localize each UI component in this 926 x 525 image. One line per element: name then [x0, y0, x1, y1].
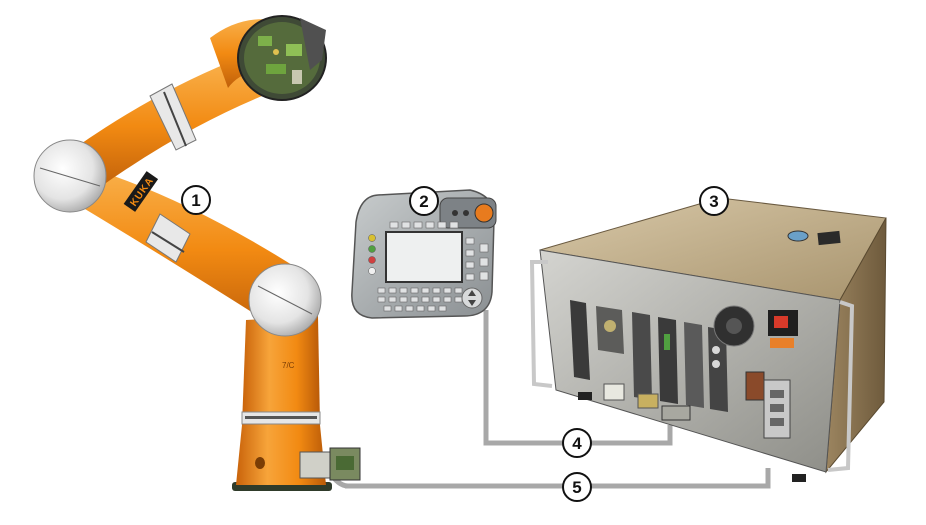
base-connector [299, 451, 333, 479]
callout-1: 1 [181, 185, 211, 215]
robot-arm: 7/C KUKA [33, 15, 361, 491]
callout-1-label: 1 [191, 191, 200, 210]
controller-cabinet [529, 197, 887, 482]
robot-joint-shoulder [33, 139, 107, 213]
motor-data-cable [325, 468, 771, 489]
callout-2: 2 [409, 186, 439, 216]
pendant-keys [377, 221, 475, 312]
robot-lower-link [242, 316, 320, 425]
cabinet-slots [570, 300, 728, 412]
callout-5: 5 [562, 472, 592, 502]
callout-3-label: 3 [709, 192, 718, 211]
teach-pendant [351, 189, 497, 319]
pendant-dpad-icon [461, 287, 483, 309]
pendant-cable-connector [661, 405, 691, 421]
callout-3: 3 [699, 186, 729, 216]
robot-joint-label: 7/C [282, 361, 295, 370]
robot-flange [237, 15, 327, 101]
callout-4: 4 [562, 428, 592, 458]
pendant-screen [385, 231, 463, 283]
callout-4-label: 4 [572, 434, 582, 453]
cabinet-handle-right [827, 300, 855, 472]
cabinet-handle-left [529, 260, 553, 388]
emergency-stop-icon [474, 203, 494, 223]
callout-2-label: 2 [419, 192, 428, 211]
callout-5-label: 5 [572, 478, 581, 497]
robot-link-2 [70, 170, 300, 330]
